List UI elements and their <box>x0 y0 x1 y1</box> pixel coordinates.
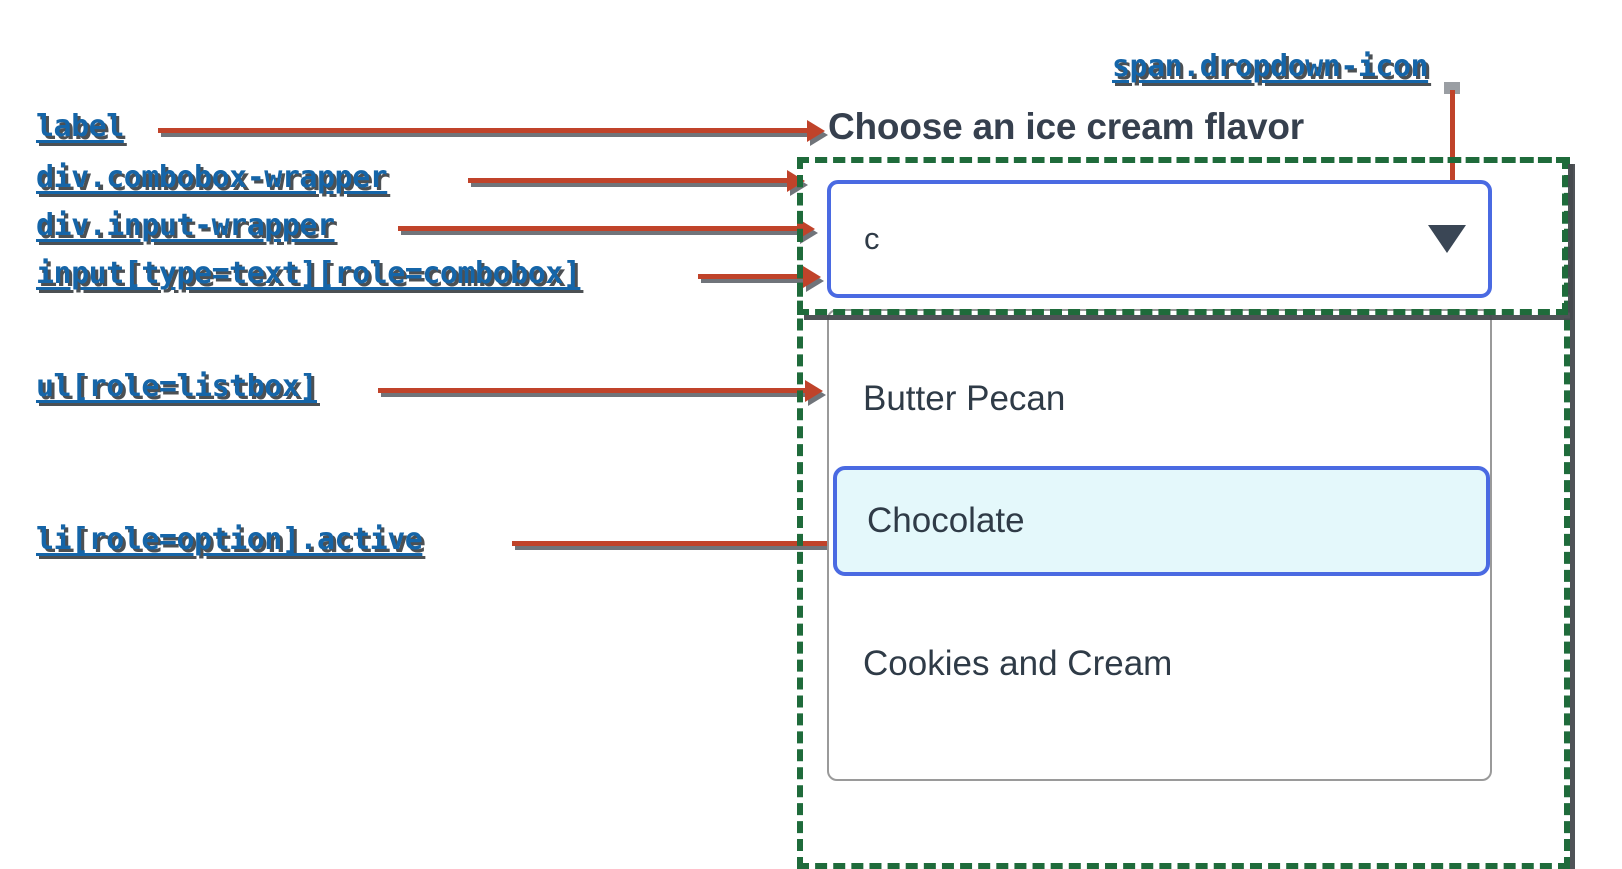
annotation-label-option-active: li[role=option].active <box>36 522 423 557</box>
annotation-arrow-combobox-wrapper <box>468 178 790 183</box>
annotation-arrow-label <box>158 128 810 133</box>
combobox-field-label: Choose an ice cream flavor <box>828 106 1304 147</box>
list-item-active[interactable]: Chocolate <box>833 466 1490 576</box>
input-wrapper <box>827 180 1492 298</box>
annotation-label-listbox: ul[role=listbox] <box>36 369 317 404</box>
annotation-label-label: label <box>36 109 124 144</box>
annotation-arrow-input <box>698 274 806 279</box>
list-item[interactable]: Cookies and Cream <box>863 644 1173 683</box>
annotation-label-combobox-wrapper: div.combobox-wrapper <box>36 160 388 195</box>
annotation-label-input: input[type=text][role=combobox] <box>36 256 581 291</box>
annotation-arrow-dropdown-icon <box>1450 90 1455 210</box>
flavor-listbox: Butter Pecan Chocolate Cookies and Cream <box>827 309 1492 781</box>
dropdown-icon[interactable] <box>1428 225 1466 253</box>
annotation-label-input-wrapper: div.input-wrapper <box>36 208 335 243</box>
flavor-combobox-input[interactable] <box>827 180 1492 298</box>
combobox-wrapper: Butter Pecan Chocolate Cookies and Cream <box>797 157 1570 841</box>
list-item[interactable]: Butter Pecan <box>863 379 1066 418</box>
annotation-arrow-input-wrapper <box>398 226 800 231</box>
annotation-arrow-listbox <box>378 388 808 393</box>
annotation-label-dropdown-icon: span.dropdown-icon <box>1112 49 1429 84</box>
annotation-arrow-option-active <box>512 541 842 546</box>
annotation-arrow-dropdown-icon-cap <box>1444 82 1460 94</box>
